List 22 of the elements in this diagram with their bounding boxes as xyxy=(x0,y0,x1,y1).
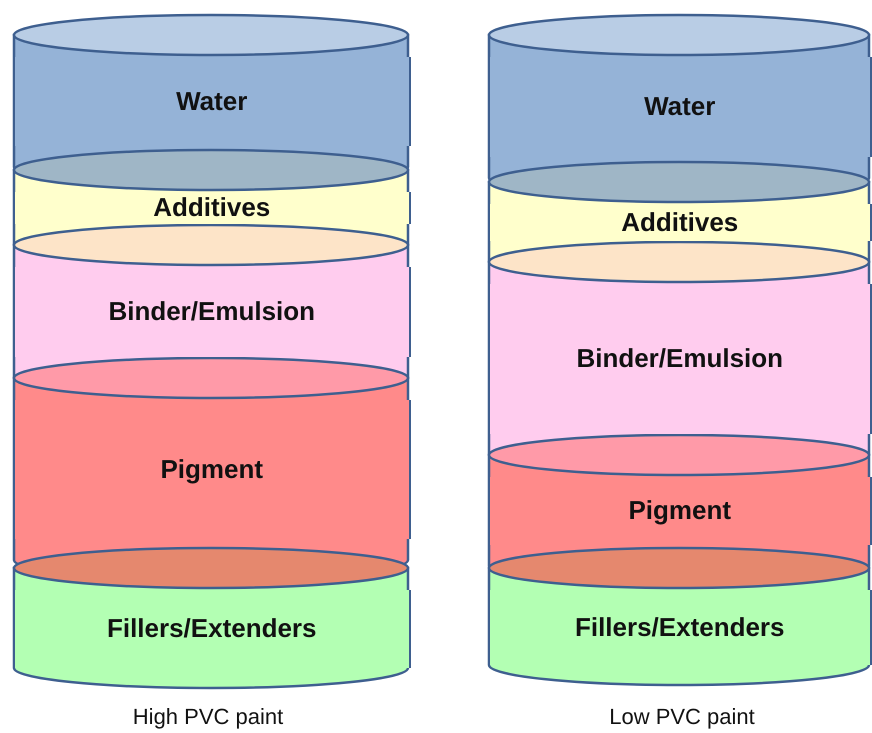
layer-label: Additives xyxy=(620,206,740,238)
layer-label: Fillers/Extenders xyxy=(106,613,318,644)
stack-caption: High PVC paint xyxy=(132,704,284,730)
layer-label: Pigment xyxy=(159,454,264,484)
cylinder-segment xyxy=(488,284,872,434)
layer-label: Binder/Emulsion xyxy=(575,343,784,374)
layer-label: Additives xyxy=(152,192,272,223)
cylinder-segment xyxy=(13,56,410,146)
stack-caption: Low PVC paint xyxy=(609,704,755,730)
cylinder-segment xyxy=(488,476,872,544)
layer-label: Water xyxy=(175,86,248,116)
cylinder-segment xyxy=(13,266,410,356)
layer-label: Fillers/Extenders xyxy=(574,612,786,643)
cylinder-segment xyxy=(13,400,410,538)
layer-label: Binder/Emulsion xyxy=(107,296,316,327)
cylinder-segment xyxy=(488,204,872,240)
cylinder-segment xyxy=(13,590,410,668)
cylinder-segment xyxy=(488,56,872,156)
layer-label: Pigment xyxy=(627,495,732,526)
cylinder-segment xyxy=(13,192,410,224)
layer-label: Water xyxy=(643,91,716,122)
cylinder-segment xyxy=(488,590,872,665)
